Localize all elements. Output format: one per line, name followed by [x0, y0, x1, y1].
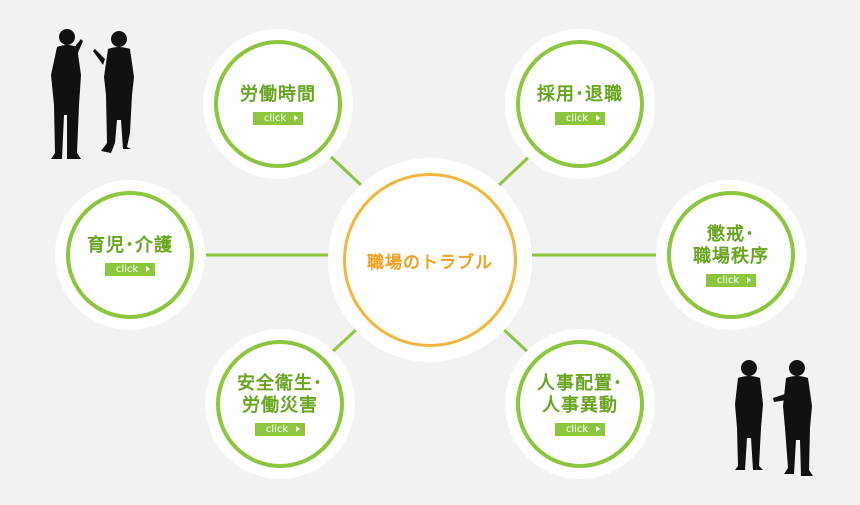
connector-personnel-transfer — [500, 326, 532, 356]
connector-safety-health — [328, 326, 360, 356]
click-button[interactable]: click — [105, 262, 155, 276]
node-label: 人事配置･ 人事異動 — [537, 372, 623, 416]
node-label: 労働時間 — [240, 83, 316, 105]
arrow-right-icon — [596, 425, 600, 432]
click-button[interactable]: click — [706, 273, 756, 287]
node-working-hours[interactable]: 労働時間 click — [214, 40, 342, 168]
node-personnel-transfer[interactable]: 人事配置･ 人事異動 click — [516, 340, 644, 468]
businessmen-silhouette-top-icon — [51, 29, 134, 159]
click-button[interactable]: click — [253, 111, 303, 125]
connector-working-hours — [326, 152, 364, 188]
node-discipline-order[interactable]: 懲戒･ 職場秩序 click — [667, 191, 795, 319]
node-childcare-nursing[interactable]: 育児･介護 click — [66, 191, 194, 319]
click-button[interactable]: click — [555, 111, 605, 125]
node-hiring-retirement[interactable]: 採用･退職 click — [516, 40, 644, 168]
center-circle: 職場のトラブル — [343, 173, 517, 347]
arrow-right-icon — [596, 114, 600, 121]
node-label: 安全衛生･ 労働災害 — [237, 372, 323, 416]
click-button[interactable]: click — [255, 422, 305, 436]
arrow-right-icon — [296, 425, 300, 432]
center-label: 職場のトラブル — [367, 252, 493, 273]
node-label: 懲戒･ 職場秩序 — [693, 223, 769, 267]
click-button[interactable]: click — [555, 422, 605, 436]
arrow-right-icon — [146, 265, 150, 272]
arrow-right-icon — [294, 114, 298, 121]
node-label: 採用･退職 — [537, 83, 623, 105]
arrow-right-icon — [747, 276, 751, 283]
connector-hiring-retirement — [496, 152, 534, 188]
node-safety-health[interactable]: 安全衛生･ 労働災害 click — [216, 340, 344, 468]
node-label: 育児･介護 — [87, 234, 173, 256]
businessmen-silhouette-bottom-icon — [735, 360, 813, 476]
